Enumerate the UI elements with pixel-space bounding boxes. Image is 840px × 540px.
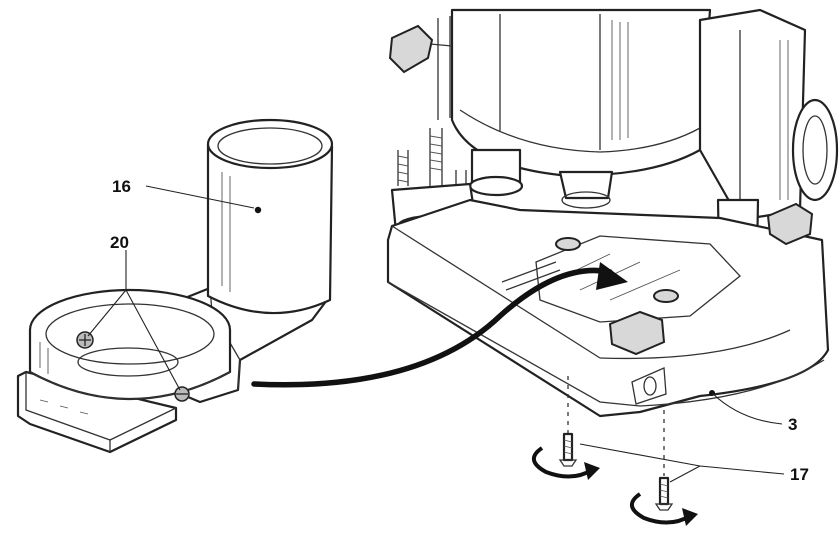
base-plate-washer-mid — [653, 289, 679, 303]
callout-17: 17 — [790, 465, 809, 484]
base-plate-body — [386, 198, 830, 418]
adapter-ring-inner — [45, 303, 215, 365]
callout-3: 3 — [788, 415, 797, 434]
leader-16 — [145, 185, 255, 209]
leader-20 — [87, 250, 181, 391]
adapter-tube — [206, 142, 334, 315]
adapter-screw-left — [76, 331, 94, 349]
depth-lock-knob — [388, 24, 453, 74]
base-plate-opening — [535, 235, 741, 323]
fixing-screw-right — [654, 476, 674, 511]
rotation-arrow-right — [630, 492, 698, 526]
fixing-screw-left — [558, 432, 578, 467]
assembly-direction-arrow — [251, 262, 628, 388]
adapter-screw-right — [174, 386, 190, 402]
base-clamp-knob-front — [608, 310, 666, 356]
depth-stop-rods — [397, 128, 467, 196]
callout-20: 20 — [110, 233, 129, 252]
base-plate — [386, 198, 830, 418]
tube-marker-dot — [254, 206, 262, 214]
base-plate-washer-left — [555, 237, 581, 251]
leader-3 — [711, 392, 783, 425]
dust-extraction-adapter — [16, 118, 334, 454]
leader-17 — [579, 443, 785, 483]
adapter-tube-opening — [206, 118, 334, 170]
router-body — [388, 8, 839, 326]
rotation-arrow-left — [532, 446, 600, 480]
callout-16: 16 — [112, 177, 131, 196]
base-clamp-knob-right — [766, 202, 814, 246]
